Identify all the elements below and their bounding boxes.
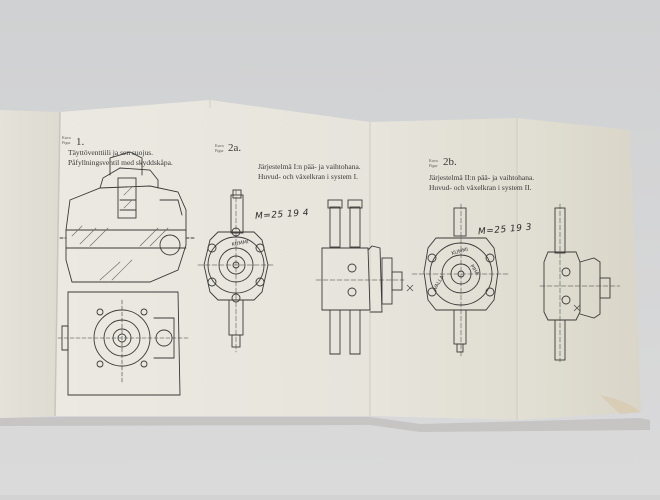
figure2a-small-label: Kuva Figur	[215, 143, 224, 153]
paper-panel-left	[0, 110, 60, 418]
svg-text:KUMMI: KUMMI	[451, 247, 469, 257]
svg-text:KUMMI: KUMMI	[231, 239, 249, 248]
figure1-valve-plan-drawing	[57, 291, 191, 396]
figure1-caption-line1: Täyttöventtiili ja sen suojus.	[68, 148, 153, 157]
figure1-small-label: Kuva Figur	[62, 135, 71, 145]
figure2b-valve-side-drawing	[539, 203, 621, 363]
paper-panel-right	[370, 118, 517, 420]
figure2a-caption-line2: Huvud- och växelkran i system I.	[258, 172, 358, 181]
figure2a-valve-side-drawing	[315, 199, 405, 355]
figure2a-caption-line1: Järjestelmä I:n pää- ja vaihtohana.	[258, 162, 361, 171]
figure2a-number: 2a.	[228, 142, 242, 154]
paper-panel-far-right	[517, 118, 641, 420]
figure2b-caption-line2: Huvud- och växelkran i system II.	[429, 183, 532, 192]
paper-panel-middle	[55, 100, 370, 416]
pencil-marks	[406, 284, 581, 312]
figure2b-number: 2b.	[443, 156, 457, 168]
figure1-valve-section-drawing	[59, 151, 196, 283]
figure1-caption-line2: Påfyllningsventil med skyddskåpa.	[68, 158, 173, 167]
figure2b-caption-line1: Järjestelmä II:n pää- ja vaihtohana.	[429, 173, 535, 182]
figure2b-valve-front-drawing	[411, 203, 511, 357]
svg-text:PIHA: PIHA	[468, 264, 480, 277]
figure2a-valve-front-drawing	[197, 189, 275, 353]
figure1-number: 1.	[76, 136, 85, 148]
figure2b-small-label: Kuva Figur	[429, 158, 438, 168]
